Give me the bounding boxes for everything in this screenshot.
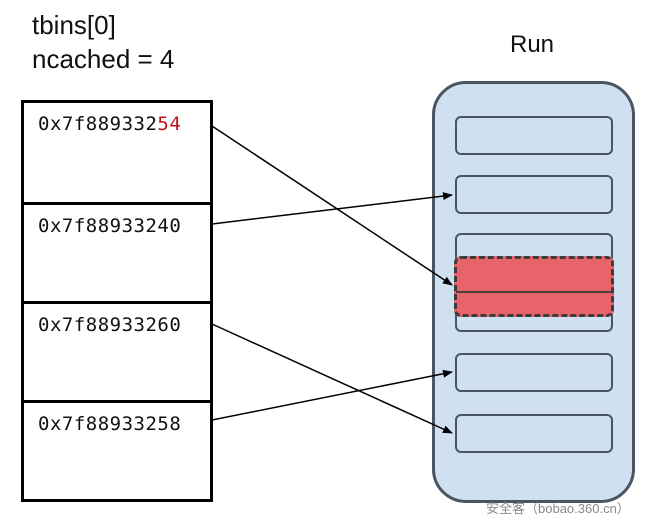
tbins-title: tbins[0] — [32, 10, 116, 40]
tbins-array: 0x7f88933254 0x7f88933240 0x7f88933260 0… — [21, 100, 213, 502]
bin-address-1: 0x7f88933240 — [38, 215, 182, 237]
run-slot-4 — [455, 353, 613, 392]
arrow-bin0-to-slot — [211, 125, 453, 286]
bin-cell-2: 0x7f88933260 — [24, 301, 210, 400]
run-label: Run — [509, 31, 555, 58]
watermark: 安全客（bobao.360.cn） — [486, 501, 630, 516]
arrow-bin3-to-slot — [211, 369, 453, 421]
highlighted-slot-group — [454, 256, 614, 317]
bin-address-0-suffix: 54 — [157, 113, 182, 135]
bin-cell-0: 0x7f88933254 — [24, 103, 210, 202]
bin-address-2: 0x7f88933260 — [38, 314, 182, 336]
bin-cell-3: 0x7f88933258 — [24, 400, 210, 499]
bin-address-0: 0x7f88933254 — [38, 113, 181, 135]
run-slot-0 — [455, 116, 613, 155]
bin-address-0-prefix: 0x7f889332 — [38, 113, 158, 135]
bin-cell-1: 0x7f88933240 — [24, 202, 210, 301]
ncached-label: ncached = 4 — [32, 44, 175, 74]
bin-address-3: 0x7f88933258 — [38, 413, 182, 435]
run-slot-5 — [455, 414, 613, 453]
highlighted-slot-divider — [456, 291, 612, 293]
arrow-bin2-to-slot — [211, 323, 453, 434]
run-slot-1 — [455, 175, 613, 214]
arrow-bin1-to-slot — [211, 192, 453, 225]
